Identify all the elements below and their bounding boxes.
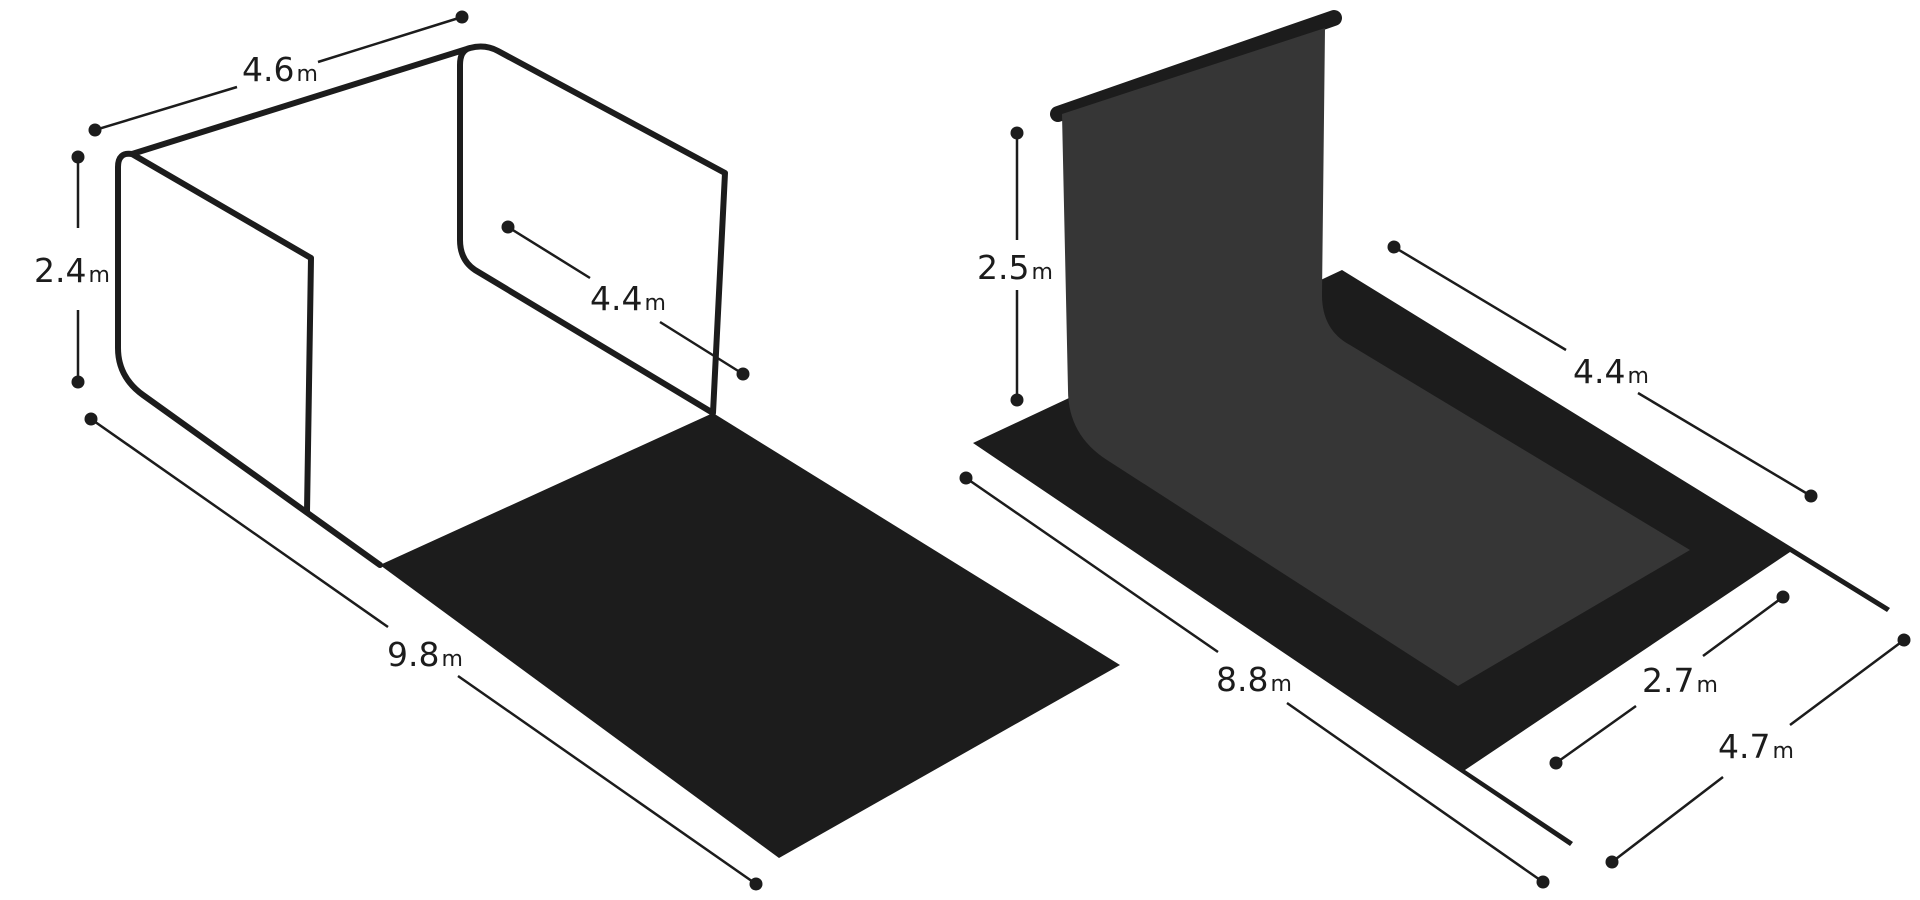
svg-text:9.8m: 9.8m xyxy=(387,635,463,674)
right-length-value: 8.8 xyxy=(1216,660,1268,699)
left-width-value: 4.6 xyxy=(242,50,294,89)
right-studio-diagram: 2.5m 4.4m 8.8m xyxy=(959,10,1911,889)
right-length-dimension: 8.8m xyxy=(959,471,1550,889)
left-floor xyxy=(380,413,1120,858)
right-height-value: 2.5 xyxy=(977,248,1029,287)
left-width-unit: m xyxy=(296,62,317,87)
right-outer-width-unit: m xyxy=(1772,739,1793,764)
left-length-unit: m xyxy=(441,647,462,672)
right-inner-width-value: 2.7 xyxy=(1642,661,1694,700)
left-length-dimension: 9.8m xyxy=(84,412,763,891)
left-depth-value: 4.4 xyxy=(590,279,642,318)
svg-text:4.6m: 4.6m xyxy=(242,50,318,89)
left-height-unit: m xyxy=(88,263,109,288)
right-inner-width-unit: m xyxy=(1696,673,1717,698)
backdrop-paper xyxy=(1062,28,1690,686)
left-height-dimension: 2.4m xyxy=(34,150,110,389)
right-outer-width-value: 4.7 xyxy=(1718,727,1770,766)
svg-text:4.4m: 4.4m xyxy=(590,279,666,318)
svg-text:2.5m: 2.5m xyxy=(977,248,1053,287)
right-depth-dimension: 4.4m xyxy=(1387,240,1818,503)
right-inner-width-dimension: 2.7m xyxy=(1549,590,1790,770)
backdrop-bar xyxy=(1050,10,1342,122)
svg-text:4.4m: 4.4m xyxy=(1573,352,1649,391)
left-height-value: 2.4 xyxy=(34,251,86,290)
right-height-unit: m xyxy=(1031,260,1052,285)
left-studio-diagram: 4.6m 2.4m 4.4m xyxy=(34,10,1120,891)
left-backwall-outline xyxy=(115,43,728,568)
right-depth-value: 4.4 xyxy=(1573,352,1625,391)
right-depth-unit: m xyxy=(1627,364,1648,389)
left-sidewall-outline xyxy=(129,151,314,515)
svg-text:2.7m: 2.7m xyxy=(1642,661,1718,700)
right-outer-width-dimension: 4.7m xyxy=(1605,633,1911,869)
right-length-unit: m xyxy=(1270,672,1291,697)
left-depth-unit: m xyxy=(644,291,665,316)
left-length-value: 9.8 xyxy=(387,635,439,674)
right-height-dimension: 2.5m xyxy=(977,126,1053,407)
left-depth-dimension: 4.4m xyxy=(501,220,750,381)
svg-text:4.7m: 4.7m xyxy=(1718,727,1794,766)
svg-text:8.8m: 8.8m xyxy=(1216,660,1292,699)
svg-text:2.4m: 2.4m xyxy=(34,251,110,290)
left-width-dimension: 4.6m xyxy=(88,10,469,137)
